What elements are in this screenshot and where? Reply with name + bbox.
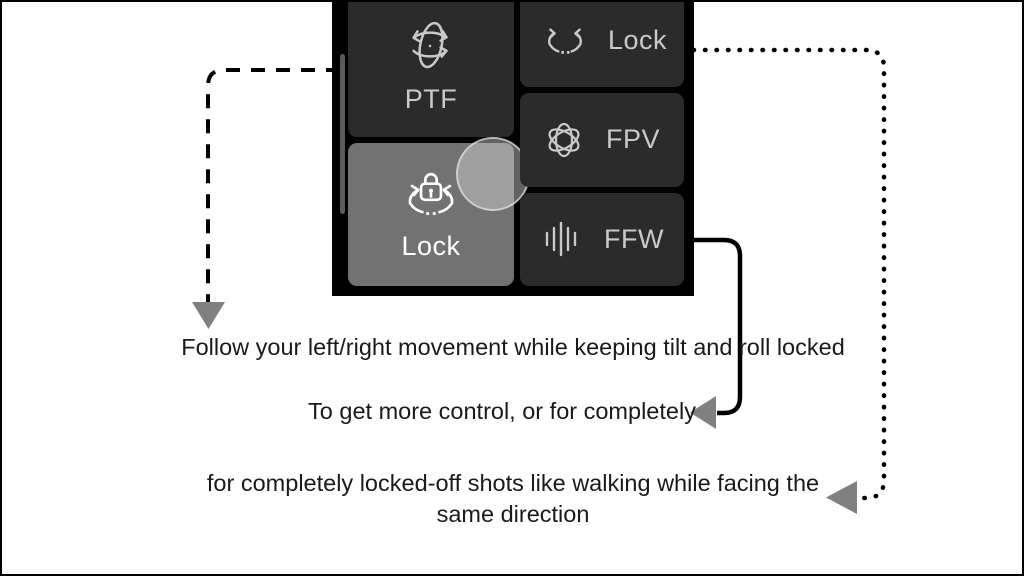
waveform-bars-icon (542, 219, 584, 259)
mode-column-left: PTF (348, 2, 530, 286)
mode-column-right: Lock FPV (519, 2, 684, 286)
mode-tile-ffw[interactable]: FFW (519, 192, 684, 286)
atom-orbit-icon (542, 118, 586, 162)
caption-control-description: To get more control, or for completely (308, 398, 696, 424)
caption-follow-description: Follow your left/right movement while ke… (181, 334, 845, 360)
touch-indicator (456, 137, 530, 211)
mode-tile-label-ffw: FFW (603, 223, 664, 254)
gimbal-mode-panel: PTF (332, 2, 694, 296)
three-axis-rotation-icon (400, 16, 462, 78)
mode-tile-fpv[interactable]: FPV (519, 93, 684, 187)
arrowhead-down-caption-1 (192, 302, 225, 329)
mode-tile-label-ptf: PTF (404, 84, 458, 114)
rotation-lock-icon (395, 167, 467, 225)
connector-dashed-ptf (206, 68, 340, 302)
connector-dotted-lock (679, 47, 887, 501)
mode-tile-grid: PTF (348, 2, 684, 286)
panel-scrollbar[interactable] (340, 54, 345, 214)
mode-tile-ptf[interactable]: PTF (348, 2, 514, 137)
mode-tile-label-fpv: FPV (605, 124, 660, 155)
mode-tile-lock-selected[interactable]: Lock (348, 137, 530, 286)
caption-locked-off-description: for completely locked-off shots like wal… (206, 470, 820, 527)
mode-tile-lock[interactable]: Lock (519, 2, 684, 88)
pan-lock-icon (542, 24, 588, 58)
mode-tile-label-lock: Lock (607, 25, 667, 56)
mode-tile-label-lock-selected: Lock (401, 231, 461, 261)
